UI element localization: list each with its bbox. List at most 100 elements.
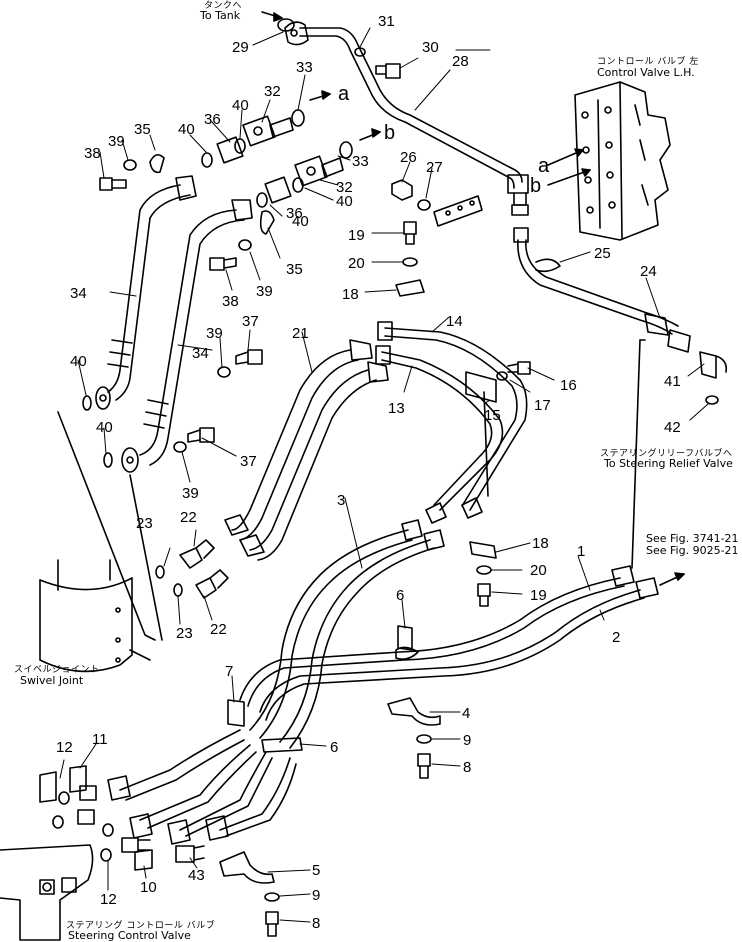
elbow-41 bbox=[699, 351, 728, 379]
control-valve-label: Control Valve L.H. bbox=[597, 66, 695, 79]
plate-36-lower bbox=[264, 176, 292, 204]
part-label-40c: 40 bbox=[336, 193, 353, 210]
bolt-37-lower bbox=[187, 427, 215, 443]
tag-10 bbox=[134, 849, 153, 871]
part-label-26: 26 bbox=[400, 149, 417, 166]
steering-relief-label: To Steering Relief Valve bbox=[604, 457, 733, 470]
clamp-6-lower bbox=[261, 737, 303, 753]
part-label-35a: 35 bbox=[134, 121, 151, 138]
o-ring-42 bbox=[705, 395, 719, 405]
hose-21 bbox=[224, 339, 389, 561]
part-label-8b: 8 bbox=[312, 915, 320, 932]
part-label-40e: 40 bbox=[70, 353, 87, 370]
tag-12 bbox=[39, 771, 57, 803]
fitting-a bbox=[107, 775, 131, 801]
o-ring-12-upper bbox=[58, 791, 70, 805]
part-label-18a: 18 bbox=[532, 535, 549, 552]
part-label-19a: 19 bbox=[530, 587, 547, 604]
hose-34-left bbox=[95, 175, 197, 410]
o-ring-23-lower bbox=[173, 583, 183, 597]
bolt-8-upper bbox=[417, 753, 431, 779]
adapter-11 bbox=[77, 785, 97, 825]
washer-20-upper bbox=[402, 257, 418, 267]
clamp-25 bbox=[535, 258, 561, 273]
bolt-19-upper bbox=[403, 221, 417, 245]
tube-14-end bbox=[461, 497, 483, 519]
washer-39-mid bbox=[238, 239, 252, 251]
leader-swivel-2 bbox=[129, 474, 163, 641]
tag-11 bbox=[69, 765, 87, 793]
part-label-31: 31 bbox=[378, 13, 395, 30]
adapter-43 bbox=[175, 845, 205, 863]
tube-14 bbox=[377, 321, 528, 511]
hose-bundle-lower bbox=[119, 729, 297, 837]
tube-13-end bbox=[425, 502, 447, 524]
bolt-8-lower bbox=[265, 911, 279, 937]
part-label-38b: 38 bbox=[222, 293, 239, 310]
bolt-38-mid bbox=[209, 257, 237, 271]
nut-26 bbox=[391, 179, 413, 201]
hose-34-right bbox=[121, 199, 253, 473]
port-b-label: b bbox=[384, 122, 395, 144]
bracket-7 bbox=[227, 699, 245, 727]
bolt-37-upper bbox=[235, 349, 263, 365]
part-label-40f: 40 bbox=[96, 419, 113, 436]
part-label-4: 4 bbox=[462, 705, 470, 722]
part-numbers: 1 2 3 4 5 6 6 7 8 8 9 9 10 11 12 12 13 1… bbox=[56, 13, 681, 932]
port-a-valve-label: a bbox=[538, 155, 550, 177]
bolt-19-lower bbox=[477, 583, 491, 607]
part-label-29: 29 bbox=[232, 39, 249, 56]
swivel-joint-label: Swivel Joint bbox=[20, 674, 84, 687]
leader-lines bbox=[59, 27, 709, 923]
part-label-28: 28 bbox=[452, 53, 469, 70]
part-label-22a: 22 bbox=[180, 509, 197, 526]
o-ring-40-b bbox=[201, 152, 213, 168]
part-label-36a: 36 bbox=[204, 111, 221, 128]
steering-control-valve bbox=[0, 844, 94, 941]
part-label-6a: 6 bbox=[396, 587, 404, 604]
part-label-23b: 23 bbox=[176, 625, 193, 642]
part-label-33b: 33 bbox=[352, 153, 369, 170]
o-ring-12-bottom bbox=[100, 848, 112, 862]
swivel-joint-jp: スイベルジョイント bbox=[14, 665, 100, 675]
part-label-43: 43 bbox=[188, 867, 205, 884]
hose-2 bbox=[259, 577, 659, 721]
clamp-4 bbox=[387, 697, 441, 726]
o-ring-12-lower bbox=[102, 823, 114, 837]
plate-18-upper bbox=[395, 279, 425, 297]
part-label-9a: 9 bbox=[463, 732, 471, 749]
part-label-34b: 34 bbox=[192, 345, 209, 362]
part-label-13: 13 bbox=[388, 400, 405, 417]
part-label-40d: 40 bbox=[292, 213, 309, 230]
adapter-10 bbox=[121, 837, 151, 853]
flange-32-upper bbox=[242, 109, 305, 147]
bracket-15 bbox=[465, 371, 497, 403]
o-ring-40-c bbox=[256, 192, 268, 208]
tube-13 bbox=[375, 345, 504, 511]
washer-39-bottom bbox=[173, 441, 187, 453]
part-label-42: 42 bbox=[664, 419, 681, 436]
washer-17 bbox=[496, 371, 508, 381]
leader-15 bbox=[483, 391, 489, 497]
washer-31 bbox=[354, 47, 366, 57]
part-label-17: 17 bbox=[534, 397, 551, 414]
part-label-11: 11 bbox=[92, 731, 108, 748]
bolt-30 bbox=[375, 63, 401, 79]
part-label-39d: 39 bbox=[182, 485, 199, 502]
part-label-39a: 39 bbox=[108, 133, 125, 150]
elbow-22-upper bbox=[179, 539, 215, 569]
part-label-1: 1 bbox=[577, 543, 585, 560]
part-label-34a: 34 bbox=[70, 285, 87, 302]
clamp-5 bbox=[219, 851, 275, 884]
port-a-label: a bbox=[338, 83, 350, 105]
part-label-30: 30 bbox=[422, 39, 439, 56]
part-label-25: 25 bbox=[594, 245, 611, 262]
see-fig-1: See Fig. 3741-21 bbox=[646, 532, 739, 545]
steering-valve-jp: ステアリング コントロール バルブ bbox=[66, 921, 216, 931]
control-valve-jp: コントロール バルブ 左 bbox=[597, 57, 699, 67]
part-label-35b: 35 bbox=[286, 261, 303, 278]
part-label-32b: 32 bbox=[336, 179, 353, 196]
clamp-35-lower bbox=[259, 210, 275, 235]
bracket-plate bbox=[433, 195, 483, 227]
part-label-3: 3 bbox=[337, 492, 345, 509]
